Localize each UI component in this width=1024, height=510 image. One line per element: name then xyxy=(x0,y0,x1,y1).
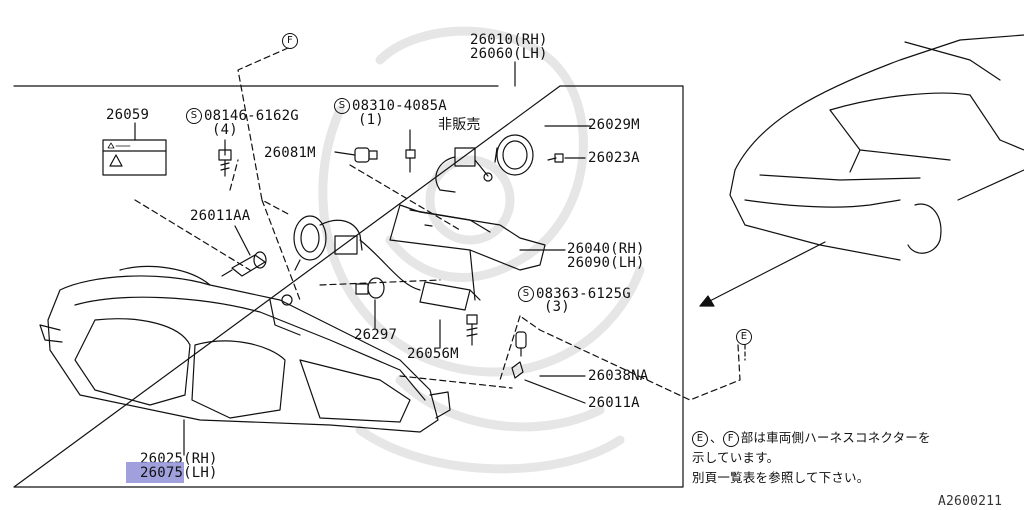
part-26075-selected-text: 2607 xyxy=(140,465,175,481)
part-26011AA-label[interactable]: 26011AA xyxy=(190,208,251,224)
part-26011A-label[interactable]: 26011A xyxy=(588,395,640,411)
part-26059-label[interactable]: 26059 xyxy=(106,107,150,123)
screw-symbol-icon: S xyxy=(186,108,202,124)
bolt-08310-qty: (1) xyxy=(358,112,384,128)
circle-f-icon: F xyxy=(722,430,739,447)
watermark-emblem xyxy=(318,26,645,474)
socket-26038NA xyxy=(515,331,527,357)
circle-f-icon: F xyxy=(282,33,298,49)
part-26029M-label[interactable]: 26029M xyxy=(588,117,640,133)
part-26023A-label[interactable]: 26023A xyxy=(588,150,640,166)
group-frame xyxy=(13,85,684,488)
connector-F-leader xyxy=(134,47,741,401)
bulb-26297 xyxy=(355,277,385,299)
part-26060-label[interactable]: 26060(LH) xyxy=(470,46,548,62)
bulb-26011A xyxy=(511,361,524,379)
bolt-08363-code: 08363-6125G xyxy=(536,286,631,302)
screw-symbol-icon: S xyxy=(334,98,350,114)
screw-symbol-icon: S xyxy=(518,286,534,302)
part-26297-label[interactable]: 26297 xyxy=(354,327,398,343)
note-line3: 別頁一覧表を参照して下さい。 xyxy=(692,470,870,485)
part-26040-label[interactable]: 26040(RH) xyxy=(567,241,645,257)
car-outline xyxy=(729,34,1024,261)
circle-e-icon: E xyxy=(736,329,752,345)
bulb-socket-assembly xyxy=(293,215,421,291)
bolt-08146-code: 08146-6162G xyxy=(204,108,299,124)
note-separator: 、 xyxy=(710,430,723,445)
ballast-26056M xyxy=(419,281,481,311)
caution-label-shape xyxy=(102,139,167,176)
pointer-arrow xyxy=(699,241,826,307)
part-26010-label[interactable]: 26010(RH) xyxy=(470,32,548,48)
not-for-sale-label: 非販売 xyxy=(438,117,481,133)
bolt-08310-code: 08310-4085A xyxy=(352,98,447,114)
grommet-26081M xyxy=(354,147,378,163)
headlamp-housing xyxy=(39,265,451,433)
bolt-08146-qty: (4) xyxy=(212,122,238,138)
part-26075-rest-text: 5(LH) xyxy=(174,465,218,481)
screw-26023A xyxy=(547,153,564,163)
part-26081M-label[interactable]: 26081M xyxy=(264,145,316,161)
connector-F-marker: F xyxy=(282,33,300,49)
bulb-26011AA xyxy=(221,251,267,277)
screw-08363 xyxy=(466,314,478,346)
bolt-08363-qty: (3) xyxy=(544,299,570,315)
circle-e-icon: E xyxy=(692,430,708,447)
selection-highlight xyxy=(126,462,184,483)
note-line1: 部は車両側ハーネスコネクターを xyxy=(740,430,931,445)
screw-08310 xyxy=(405,149,416,173)
connector-E-marker: E xyxy=(736,329,754,345)
part-26056M-label[interactable]: 26056M xyxy=(407,346,459,362)
screw-08146 xyxy=(218,149,232,177)
bracket-26040 xyxy=(389,204,546,301)
part-26090-label[interactable]: 26090(LH) xyxy=(567,255,645,271)
part-26038NA-label[interactable]: 26038NA xyxy=(588,368,649,384)
note-line2: 示しています。 xyxy=(692,450,780,465)
connector-harness xyxy=(435,147,493,193)
socket-26029M xyxy=(494,134,534,176)
diagram-id: A2600211 xyxy=(938,494,1003,509)
part-26075-label[interactable]: 26075(LH) xyxy=(140,466,218,481)
